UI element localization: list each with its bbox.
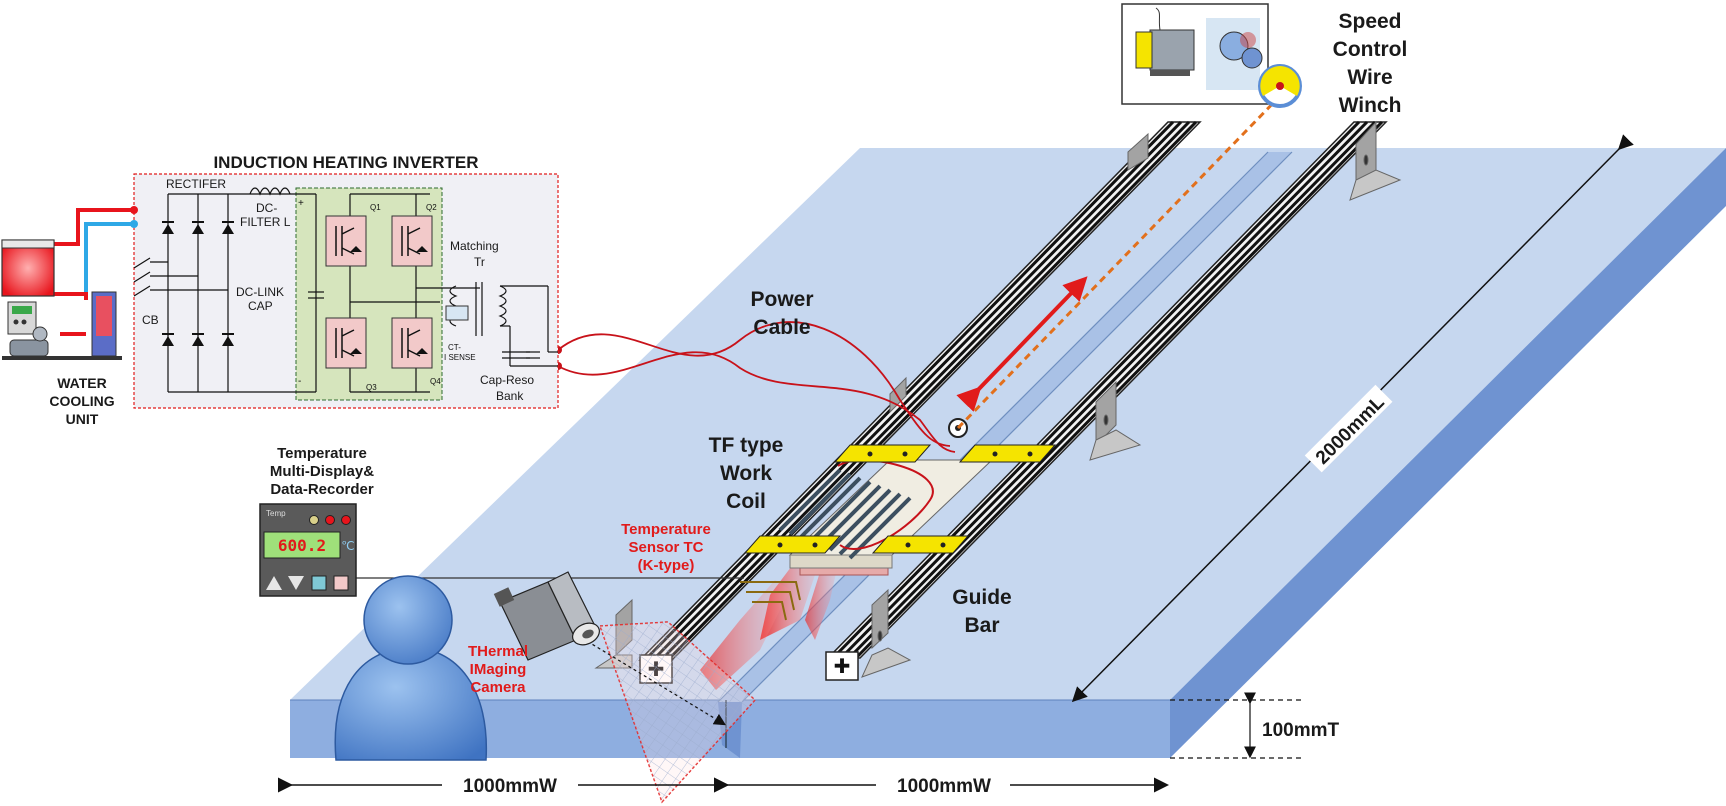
width-right-label: 1000mmW: [897, 776, 991, 797]
dc-filter-label: DC-: [256, 201, 277, 215]
q4-label: Q4: [430, 377, 441, 386]
winch-label: Wire: [1347, 66, 1392, 89]
width-left-label: 1000mmW: [463, 776, 557, 797]
minus-label: -: [298, 376, 301, 387]
recorder-label: Temperature: [277, 445, 367, 462]
button-icon: [334, 576, 348, 590]
rectifier-label: RECTIFER: [166, 177, 226, 191]
dc-link-label: DC-LINK: [236, 285, 284, 299]
cb-label: CB: [142, 313, 159, 327]
guide-bar-label: Bar: [964, 614, 999, 637]
q2-label: Q2: [426, 203, 437, 212]
recorder-panel-label: Temp: [266, 509, 286, 518]
rail-end-cross-icon: ✚: [834, 656, 851, 678]
cap-reso-label: Cap-Reso: [480, 373, 534, 387]
water-cooling-label: WATER: [57, 375, 107, 391]
work-coil-label: Work: [720, 462, 772, 485]
winch-label: Control: [1333, 38, 1408, 61]
temperature-recorder: Temp 600.2 ℃: [260, 504, 356, 596]
plus-label: +: [298, 198, 304, 209]
button-icon: [312, 576, 326, 590]
temperature-readout: 600.2: [278, 536, 326, 555]
dc-filter-label: FILTER L: [240, 215, 291, 229]
work-coil-label: Coil: [726, 490, 766, 513]
power-cable-label: Power: [750, 288, 813, 311]
dc-link-label: CAP: [248, 299, 273, 313]
wire-winch: [1122, 4, 1300, 106]
temperature-unit: ℃: [341, 539, 354, 553]
recorder-label: Multi-Display&: [270, 463, 374, 480]
pump-icon: [10, 340, 48, 356]
camera-label: THermal: [468, 643, 528, 660]
camera-label: IMaging: [470, 661, 527, 678]
camera-label: Camera: [470, 679, 526, 696]
cap-reso-label: Bank: [496, 389, 524, 403]
tc-sensor-label: Temperature: [621, 521, 711, 538]
inverter-title: INDUCTION HEATING INVERTER: [213, 153, 478, 172]
matching-tr-label: Tr: [474, 255, 485, 269]
tc-sensor-label: Sensor TC: [628, 539, 703, 556]
water-cooling-unit: [2, 210, 134, 360]
ct-sense-label: I SENSE: [444, 353, 476, 362]
winch-label: Speed: [1338, 10, 1401, 33]
recorder-label: Data-Recorder: [270, 481, 374, 498]
power-cable-label: Cable: [753, 316, 810, 339]
tc-sensor-label: (K-type): [638, 557, 695, 574]
thickness-label: 100mmT: [1262, 720, 1339, 741]
work-coil-label: TF type: [709, 434, 784, 457]
q1-label: Q1: [370, 203, 381, 212]
winch-label: Winch: [1339, 94, 1402, 117]
matching-tr-label: Matching: [450, 239, 499, 253]
ct-sense-label: CT-: [448, 343, 461, 352]
water-cooling-label: UNIT: [66, 411, 99, 427]
q3-label: Q3: [366, 383, 377, 392]
water-cooling-label: COOLING: [49, 393, 114, 409]
guide-bar-label: Guide: [952, 586, 1012, 609]
motor-icon: [1150, 30, 1194, 70]
